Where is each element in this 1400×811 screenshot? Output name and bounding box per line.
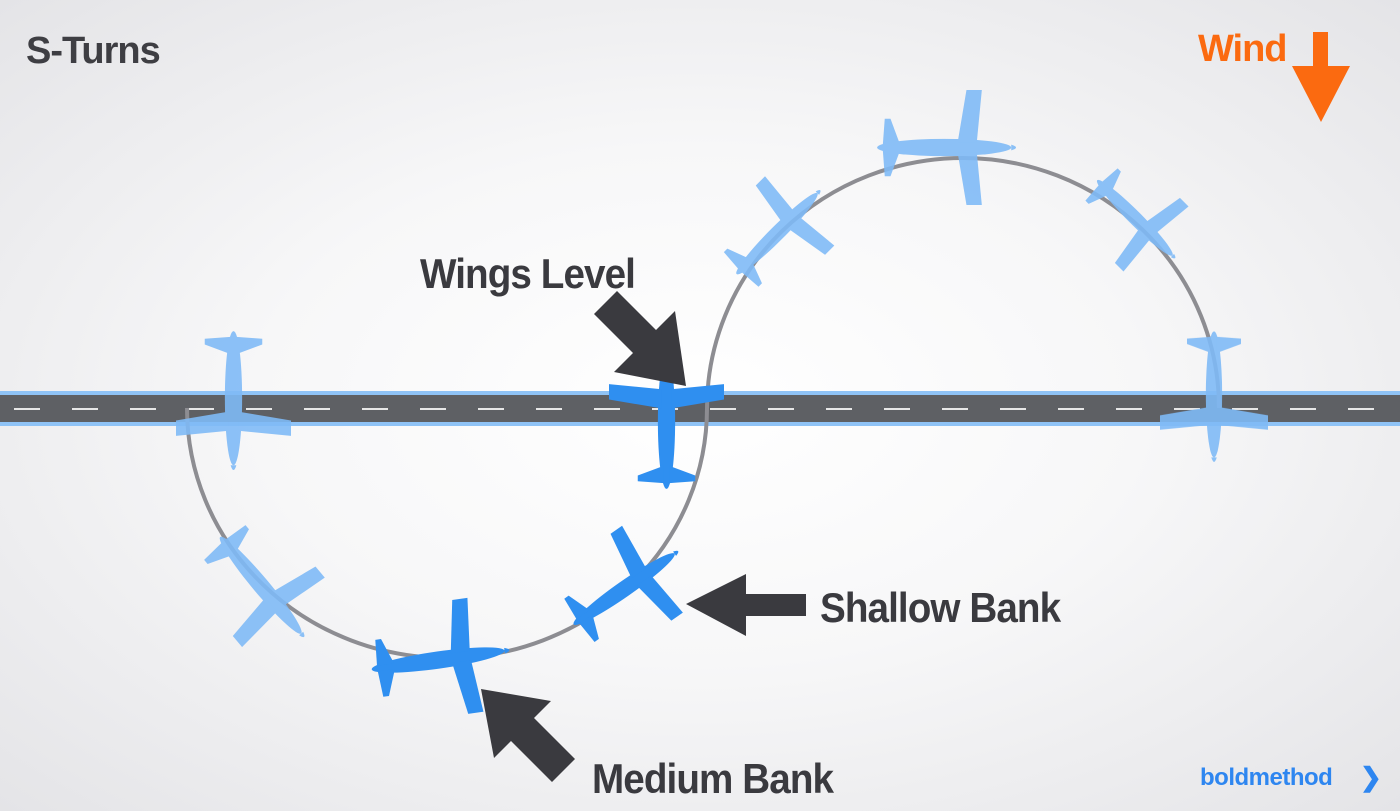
airplane-icon	[529, 493, 723, 681]
down-arrow-icon	[1292, 32, 1350, 122]
ground-track-upper-semicircle	[705, 156, 1221, 409]
wings-level-arrow	[594, 291, 686, 386]
airplane-icon	[163, 486, 363, 688]
diagram-title: S-Turns	[26, 30, 161, 72]
shallow-bank-arrow	[686, 574, 806, 636]
airplane-icon	[1050, 133, 1223, 306]
medium-bank-arrow	[481, 689, 575, 782]
shallow-bank-label: Shallow Bank	[820, 584, 1061, 631]
airplane-icon	[877, 90, 1017, 205]
medium-bank-label: Medium Bank	[592, 755, 834, 802]
road-edge-bottom	[0, 421, 1400, 426]
chevron-right-icon: ❯	[1360, 762, 1382, 792]
callout-arrows	[481, 291, 806, 782]
wind-label: Wind	[1198, 28, 1288, 70]
wings-level-label: Wings Level	[420, 250, 636, 297]
airplane-icon	[686, 139, 872, 324]
brand-logo: boldmethod	[1200, 764, 1333, 791]
